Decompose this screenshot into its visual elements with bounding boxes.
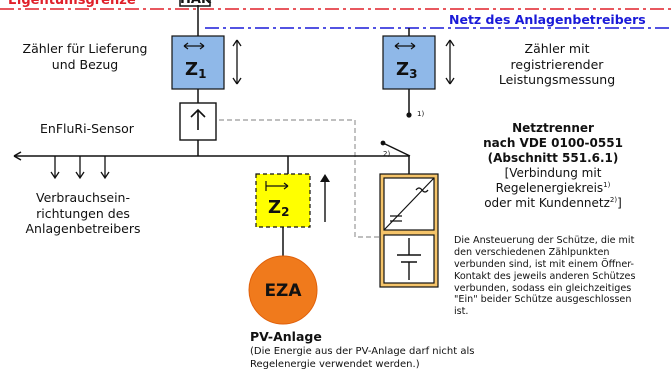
meter-z2-label: Z2 <box>268 197 290 219</box>
switch-blade <box>382 142 411 157</box>
consumer-down-arrows <box>50 156 110 180</box>
z3-bidirectional-arrow-heads <box>445 39 455 85</box>
eza-generator-circle <box>248 255 318 325</box>
meter-z3-label: Z3 <box>396 59 418 81</box>
sensor-label: EnFluRi-Sensor <box>40 121 134 136</box>
hak-box <box>179 0 211 7</box>
boundary-label: Eigentumsgrenze <box>8 0 136 8</box>
contactor-note: Die Ansteuerung der Schütze, die mit den… <box>454 235 636 318</box>
z3-terminal-dot <box>406 112 412 118</box>
grid-operator-label: Netz des Anlagenbetreibers <box>449 12 646 27</box>
meter-registered-label: Zähler mit registrierender Leistungsmess… <box>498 41 616 88</box>
eza-label: EZA <box>264 281 302 301</box>
hak-label: HAK <box>180 0 211 8</box>
z1-bidirectional-arrow-heads <box>232 39 242 85</box>
meter-z3-arrow <box>394 42 416 50</box>
meter-z1-box <box>171 35 225 90</box>
meter-z2-arrow-head <box>265 181 289 191</box>
dc-symbol <box>390 215 402 222</box>
meter-z1-label: Z1 <box>185 59 207 81</box>
ac-symbol <box>415 187 429 193</box>
meter-delivery-label: Zähler für Lieferung und Bezug <box>22 41 148 72</box>
pv-flow-arrow-head <box>320 174 330 182</box>
footnote-1-marker: 1) <box>417 110 425 118</box>
battery-symbol <box>397 238 421 280</box>
footnote-2-marker: 2) <box>383 150 391 158</box>
disconnector-label: Netztrenner nach VDE 0100-0551 (Abschnit… <box>483 121 623 210</box>
meter-z1-arrow-left <box>183 42 205 50</box>
pv-title: PV-Anlage <box>250 329 322 344</box>
consumer-bus-left-arrow <box>13 151 22 161</box>
pv-note: (Die Energie aus der PV-Anlage darf nich… <box>250 346 475 370</box>
enfluri-up-arrow <box>190 108 206 130</box>
sensor-control-dashed-line <box>219 119 380 238</box>
consumers-label: Verbrauchsein- richtungen des Anlagenbet… <box>25 190 141 237</box>
meter-z3-box <box>382 35 436 90</box>
